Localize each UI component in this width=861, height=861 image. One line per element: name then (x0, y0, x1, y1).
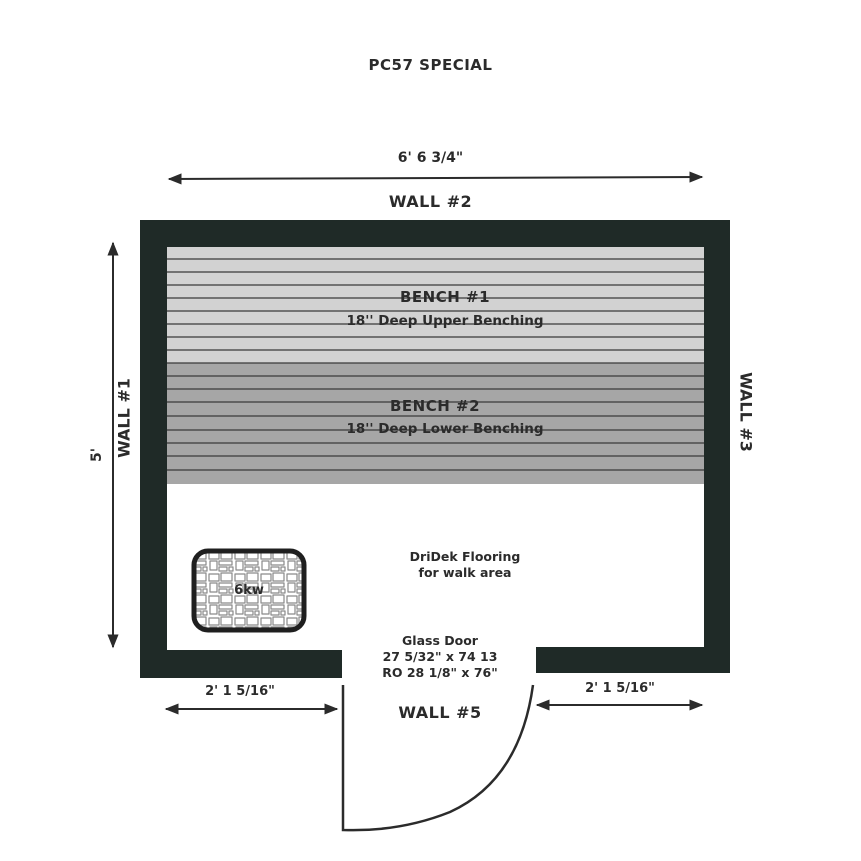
wall-3-shape (704, 220, 730, 673)
bench-1-area (167, 247, 704, 363)
heater-stones (191, 548, 307, 633)
flooring-line-1: DriDek Flooring (409, 549, 521, 564)
bench-2-description: 18'' Deep Lower Benching (346, 421, 544, 437)
wall-5-label: WALL #5 (398, 703, 482, 722)
width-dimension-label: 6' 6 3/4" (397, 150, 464, 166)
bench-slat-lines (167, 258, 704, 471)
wall-2-shape (140, 220, 730, 247)
heater-label: 6kw (234, 583, 264, 598)
wall-5-right-shape (536, 647, 730, 673)
door-spec-label: Glass Door 27 5/32" x 74 13 RO 28 1/8" x… (355, 633, 525, 681)
flooring-label: DriDek Flooring for walk area (380, 549, 550, 581)
wall-1-label: WALL #1 (114, 378, 134, 458)
door-swing-arc (341, 684, 535, 832)
door-spec-line-2: 27 5/32" x 74 13 (382, 649, 498, 664)
door-spec-line-1: Glass Door (402, 633, 478, 648)
walls (140, 220, 730, 678)
width-dimension-arrow (167, 171, 704, 185)
bench-1-description: 18'' Deep Upper Benching (346, 313, 544, 329)
bench-2-area (167, 363, 704, 484)
right-of-door-dimension-label: 2' 1 5/16" (585, 681, 655, 696)
depth-dimension-label: 5' (89, 447, 105, 463)
plan-title: PC57 SPECIAL (368, 56, 493, 74)
flooring-line-2: for walk area (418, 565, 512, 580)
wall-2-label: WALL #2 (388, 192, 473, 211)
wall-1-shape (140, 220, 167, 678)
bench-2-title: BENCH #2 (389, 397, 481, 415)
bench-1-title: BENCH #1 (399, 288, 491, 306)
door-spec-line-3: RO 28 1/8" x 76" (382, 665, 498, 680)
left-of-door-dimension-label: 2' 1 5/16" (205, 684, 275, 699)
wall-3-label: WALL #3 (736, 372, 756, 452)
wall-5-left-shape (140, 650, 342, 678)
